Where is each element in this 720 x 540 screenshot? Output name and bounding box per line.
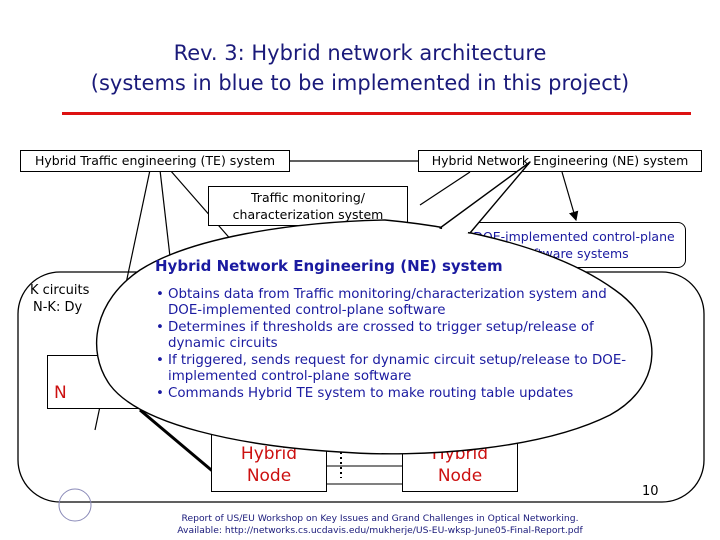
hybrid-node-bottom-left-top: Hybrid (240, 444, 298, 464)
callout-bullet-3: If triggered, sends request for dynamic … (156, 353, 630, 386)
callout-bullet-4: Commands Hybrid TE system to make routin… (156, 386, 630, 403)
callout-heading: Hybrid Network Engineering (NE) system (155, 257, 503, 275)
callout-bullet-list: Obtains data from Traffic monitoring/cha… (150, 287, 630, 403)
n-k-label: N-K: Dy (33, 300, 83, 315)
slide-title-line1: Rev. 3: Hybrid network architecture (173, 41, 547, 65)
callout-bullet-1: Obtains data from Traffic monitoring/cha… (156, 287, 630, 320)
tm-system-box: Traffic monitoring/ characterization sys… (208, 186, 408, 226)
ne-doe-link (561, 171, 579, 222)
callout-pointer (439, 161, 531, 234)
ne-system-box: Hybrid Network Engineering (NE) system (418, 150, 702, 172)
k-circuits-label: K circuits (30, 283, 90, 298)
footer-line2: Available: http://networks.cs.ucdavis.ed… (177, 525, 583, 536)
doe-software-label-line1: DOE-implemented control-plane (473, 229, 675, 244)
title-rule (62, 112, 691, 115)
te-system-box: Hybrid Traffic engineering (TE) system (20, 150, 290, 172)
te-system-label: Hybrid Traffic engineering (TE) system (35, 153, 275, 168)
tm-system-label-line2: characterization system (232, 207, 384, 222)
footer-line1: Report of US/EU Workshop on Key Issues a… (181, 513, 579, 524)
callout-bullet-2: Determines if thresholds are crossed to … (156, 320, 630, 353)
ne-system-label: Hybrid Network Engineering (NE) system (431, 153, 689, 168)
page-number: 10 (642, 484, 659, 499)
hybrid-node-bottom-left-bottom: Node (246, 466, 292, 486)
hybrid-node-left-label: N (54, 383, 67, 403)
ne-tm-link (419, 171, 471, 206)
hybrid-node-bottom-right-bottom: Node (437, 466, 483, 486)
callout-content: Hybrid Network Engineering (NE) system O… (150, 258, 630, 402)
tm-system-label-line1: Traffic monitoring/ (251, 190, 365, 205)
slide-title-line2: (systems in blue to be implemented in th… (90, 71, 630, 95)
logo-globe (58, 488, 92, 522)
